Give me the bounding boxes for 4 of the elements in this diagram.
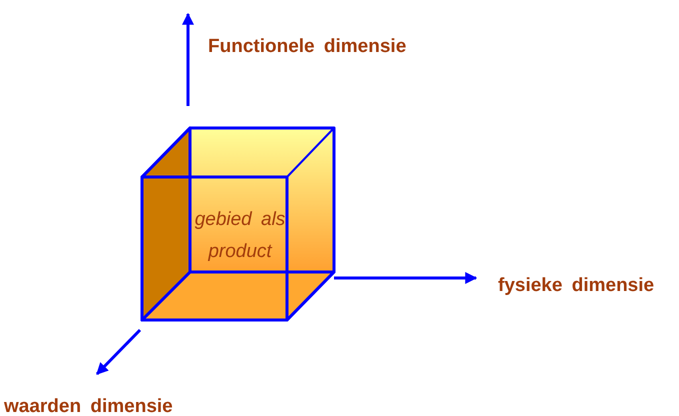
axis-label: fysieke dimensie — [498, 275, 654, 297]
axis-label: Functionele dimensie — [208, 36, 406, 58]
axis-label: waarden dimensie — [4, 396, 173, 416]
cube-label: gebied als product — [194, 208, 286, 264]
